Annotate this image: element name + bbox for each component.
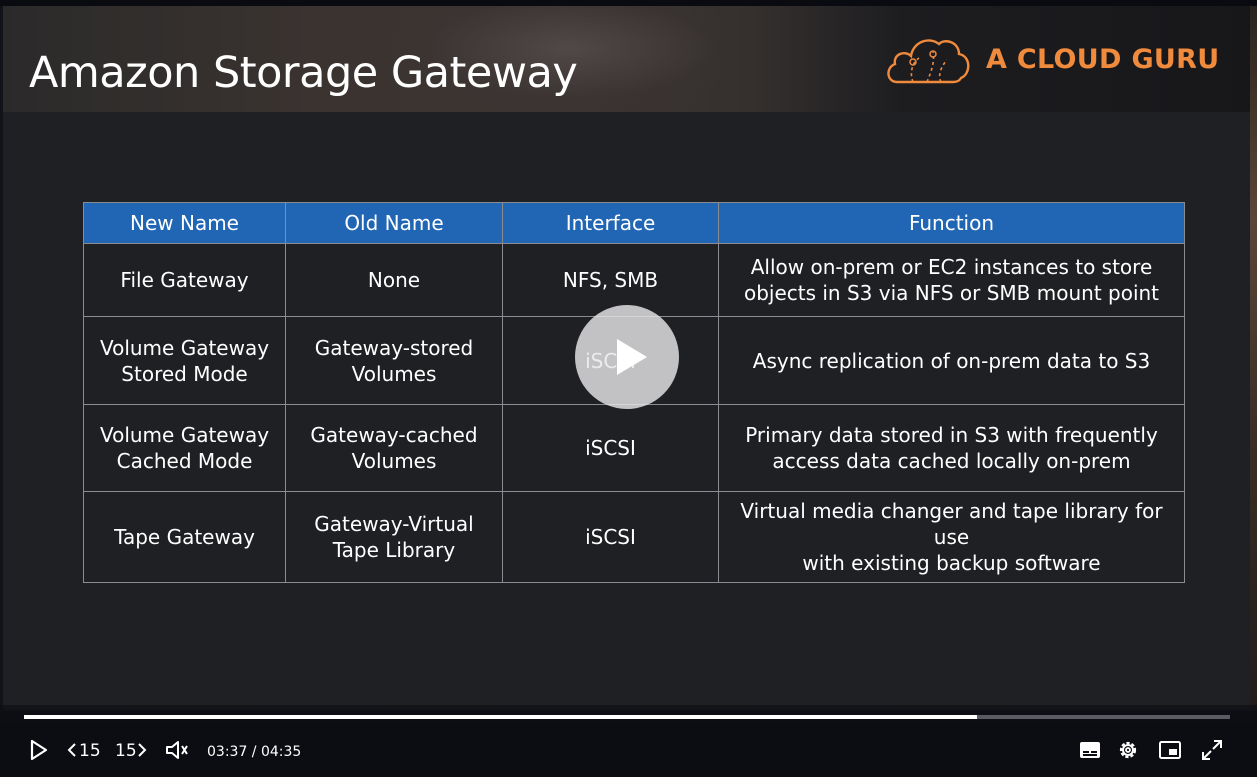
new-name-cell: File Gateway [83, 243, 286, 317]
gateway-table: New Name Old Name Interface Function Fil… [83, 202, 1185, 583]
function-cell: Virtual media changer and tape library f… [718, 491, 1185, 583]
background-edge [1250, 6, 1257, 710]
cloud-logo-icon [887, 39, 970, 84]
skip-back-button[interactable] [66, 738, 78, 762]
play-button[interactable] [29, 738, 49, 762]
table-row: File Gateway None NFS, SMB Allow on-prem… [83, 243, 1185, 317]
function-cell: Async replication of on-prem data to S3 [718, 316, 1185, 405]
progress-bar[interactable] [24, 715, 1230, 719]
fullscreen-icon [1202, 740, 1222, 760]
pip-button[interactable] [1158, 738, 1182, 762]
captions-button[interactable] [1078, 738, 1102, 762]
play-icon [617, 339, 647, 375]
table-header-row: New Name Old Name Interface Function [83, 202, 1185, 244]
function-cell: Primary data stored in S3 with frequentl… [718, 404, 1185, 492]
big-play-button[interactable] [575, 305, 679, 409]
gear-icon [1119, 741, 1137, 759]
skip-forward-button[interactable] [136, 738, 148, 762]
slide-header: Amazon Storage Gateway A CLOUD GURU [3, 6, 1250, 112]
skip-back-label: 15 [79, 741, 101, 761]
fullscreen-button[interactable] [1200, 738, 1224, 762]
interface-cell: iSCSI [502, 404, 719, 492]
settings-button[interactable] [1116, 738, 1140, 762]
speaker-icon [166, 741, 188, 759]
chevron-right-icon [138, 743, 147, 757]
header-function: Function [718, 202, 1185, 244]
header-new-name: New Name [83, 202, 286, 244]
old-name-cell: None [285, 243, 503, 317]
control-bar: 15 15 03:37 / 04:35 [0, 705, 1257, 777]
picture-in-picture-icon [1159, 741, 1181, 759]
progress-fill [24, 715, 977, 719]
slide-title: Amazon Storage Gateway [29, 48, 578, 98]
interface-cell: NFS, SMB [502, 243, 719, 317]
player-top-edge [0, 0, 1257, 6]
presenter-background [383, 6, 723, 112]
video-frame[interactable]: Amazon Storage Gateway A CLOUD GURU New … [3, 6, 1250, 710]
header-old-name: Old Name [285, 202, 503, 244]
interface-cell: iSCSI [502, 491, 719, 583]
skip-forward-label: 15 [115, 741, 137, 761]
volume-button[interactable] [164, 738, 190, 762]
new-name-cell: Tape Gateway [83, 491, 286, 583]
chevron-left-icon [67, 743, 76, 757]
play-icon [30, 739, 48, 761]
header-interface: Interface [502, 202, 719, 244]
time-display: 03:37 / 04:35 [207, 744, 302, 760]
captions-icon [1080, 742, 1100, 758]
brand-name: A CLOUD GURU [986, 44, 1220, 75]
